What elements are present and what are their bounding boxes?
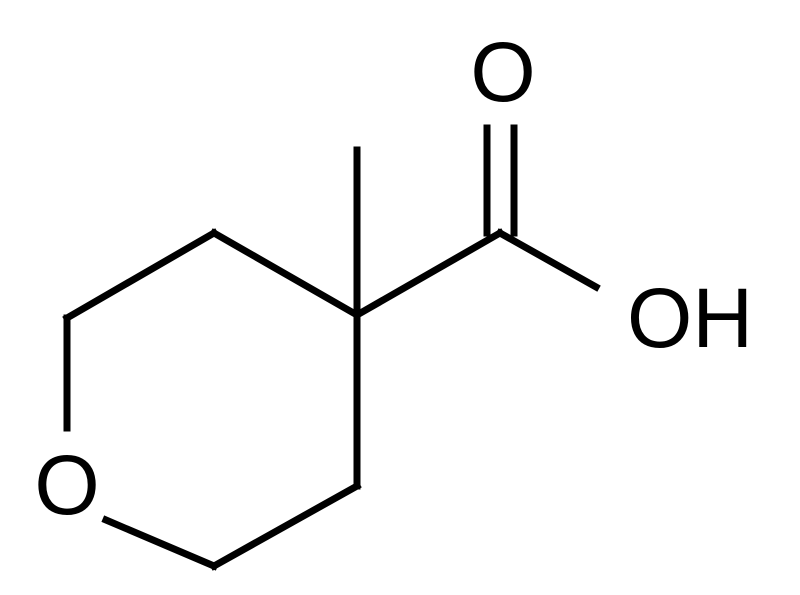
bond-ring-c5-c6	[209, 481, 362, 571]
bond-ring-o-c5	[101, 515, 219, 571]
atom-label-hydroxyl: OH	[627, 271, 753, 365]
bond-ring-c1-c2	[209, 228, 362, 320]
bond-ring-c2-c3	[62, 228, 219, 323]
bond-c1-carboxyl	[352, 228, 505, 320]
atom-label-ring-oxygen: O	[34, 438, 99, 532]
atom-label-carbonyl-oxygen: O	[470, 25, 535, 119]
bond-c-oh	[495, 228, 601, 292]
